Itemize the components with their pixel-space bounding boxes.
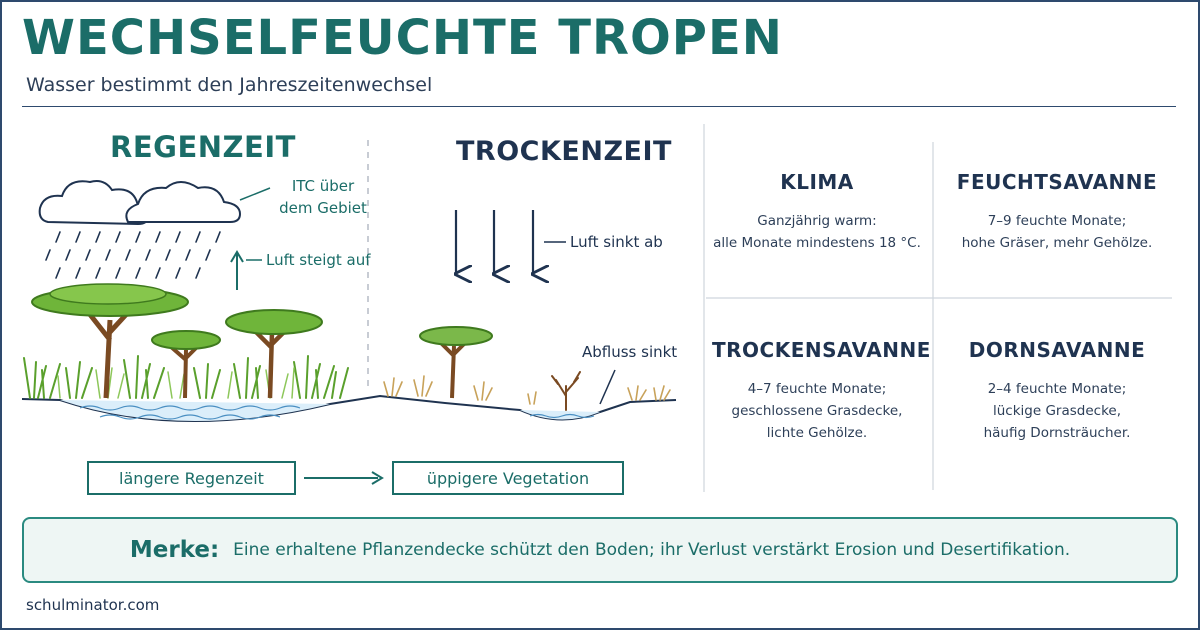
rain-cloud-icon [38,180,242,226]
acacia-tree-icon [151,330,221,399]
flow-box-rain-period: längere Regenzeit [87,461,296,495]
note-label: Merke: [129,537,220,563]
cell-title: KLIMA [780,170,854,194]
rain-icon [45,231,221,279]
note-text: Eine erhaltene Pflanzendecke schützt den… [233,540,1071,560]
grid-cell-dornsavanne: DORNSAVANNE 2–4 feuchte Monate; lückige … [944,338,1170,444]
note-box: Merke: Eine erhaltene Pflanzendecke schü… [22,517,1178,583]
cell-title: FEUCHTSAVANNE [956,170,1158,194]
itc-label-line2: dem Gebiet [279,199,367,217]
header-divider [22,106,1176,107]
acacia-tree-icon [225,309,323,399]
cell-line: 7–9 feuchte Monate; [987,213,1127,229]
rising-air-arrow-icon [230,250,244,290]
grass-icon [23,355,349,399]
page-title: WECHSELFEUCHTE TROPEN [22,10,783,66]
acacia-tree-icon [419,326,493,399]
cell-line: 4–7 feuchte Monate; [747,381,887,397]
thorn-bush-icon [551,371,581,411]
page-subtitle: Wasser bestimmt den Jahreszeitenwechsel [26,74,433,96]
cell-title: DORNSAVANNE [968,338,1146,362]
cell-title: TROCKENSAVANNE [712,338,931,362]
grid-cell-trockensavanne: TROCKENSAVANNE 4–7 feuchte Monate; gesch… [712,338,931,444]
grid-cell-klima: KLIMA Ganzjährig warm: alle Monate minde… [712,170,922,254]
dry-season-title: TROCKENZEIT [456,136,672,167]
cell-line: lückige Grasdecke, [992,403,1121,419]
grid-cell-feuchtsavanne: FEUCHTSAVANNE 7–9 feuchte Monate; hohe G… [944,170,1170,254]
cell-line: häufig Dornsträucher. [983,425,1131,441]
sinking-air-label: Luft sinkt ab [570,233,663,251]
rising-air-label: Luft steigt auf [266,251,371,269]
lake-large [60,400,330,422]
runoff-pointer [599,369,616,405]
cell-line: hohe Gräser, mehr Gehölze. [961,235,1153,251]
cell-line: 2–4 feuchte Monate; [987,381,1127,397]
footer-source: schulminator.com [26,596,160,614]
cell-line: Ganzjährig warm: [757,213,877,229]
acacia-tree-icon [31,283,189,399]
itc-pointer [239,187,271,201]
cell-line: geschlossene Grasdecke, [731,403,903,419]
runoff-label: Abfluss sinkt [582,343,678,361]
rain-season-title: REGENZEIT [110,130,296,164]
sinking-air-arrow-icon [456,210,533,274]
dry-grass-icon [383,375,671,405]
flow-box-vegetation: üppigere Vegetation [392,461,624,495]
itc-label-line1: ITC über [291,177,355,195]
itc-label: ITC über dem Gebiet [278,175,368,219]
cell-line: lichte Gehölze. [766,425,868,441]
cell-line: alle Monate mindestens 18 °C. [713,235,921,251]
